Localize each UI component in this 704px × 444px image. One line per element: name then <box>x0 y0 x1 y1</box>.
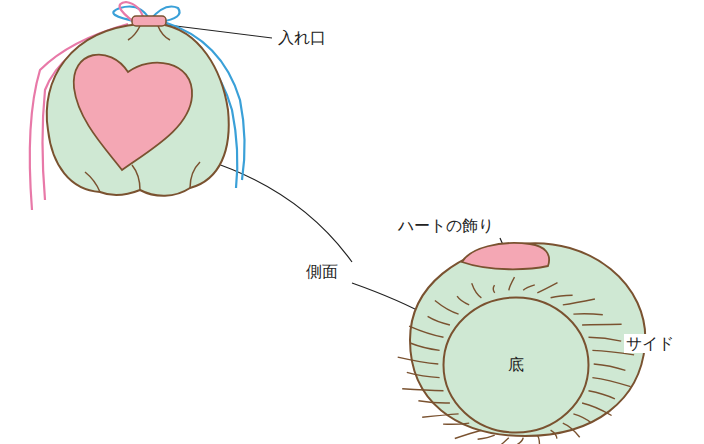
gather-stroke <box>410 343 440 350</box>
gather-stroke <box>409 326 443 337</box>
gather-stroke <box>428 316 450 325</box>
gather-stroke <box>573 414 591 423</box>
bottom-circle: 底 <box>442 296 590 434</box>
gather-stroke <box>457 296 469 305</box>
gather-stroke <box>418 401 450 403</box>
side-gathers <box>398 277 634 444</box>
gather-stroke <box>582 403 612 416</box>
node-text: 底 <box>508 355 524 374</box>
gather-stroke <box>398 357 439 364</box>
gather-stroke <box>443 423 469 424</box>
gather-stroke <box>582 324 622 326</box>
gather-stroke <box>496 438 509 444</box>
gather-stroke <box>455 430 482 438</box>
gather-stroke <box>563 423 580 437</box>
heart-decoration <box>462 243 549 269</box>
part-label: ハートの飾り <box>396 216 496 235</box>
gather-stroke <box>523 285 535 291</box>
gather-stroke <box>422 414 458 417</box>
gather-stroke <box>493 285 494 293</box>
gather-stroke <box>435 301 459 315</box>
gather-stroke <box>472 283 482 298</box>
gather-stroke <box>592 378 630 387</box>
pouch-neck <box>132 16 166 26</box>
gather-stroke <box>563 299 595 305</box>
bottom-view-side <box>410 243 645 436</box>
part-label: 側面 <box>304 262 340 281</box>
gather-stroke <box>509 277 515 290</box>
gather-stroke <box>573 314 602 315</box>
gather-stroke <box>402 389 443 391</box>
gather-stroke <box>407 372 440 377</box>
gather-stroke <box>589 391 615 399</box>
part-label: サイド <box>624 334 676 353</box>
pouch-body <box>47 24 229 196</box>
gather-stroke <box>478 435 495 439</box>
gather-stroke <box>551 430 557 438</box>
drawstrings <box>30 2 245 210</box>
heart-appliqué <box>74 55 192 170</box>
gather-stroke <box>551 295 573 298</box>
gather-stroke <box>537 435 539 444</box>
gather-stroke <box>594 364 626 370</box>
part-label: 入れ口 <box>276 28 328 47</box>
gather-stroke <box>537 283 557 293</box>
gather-stroke <box>589 337 622 341</box>
gather-stroke <box>517 438 523 444</box>
